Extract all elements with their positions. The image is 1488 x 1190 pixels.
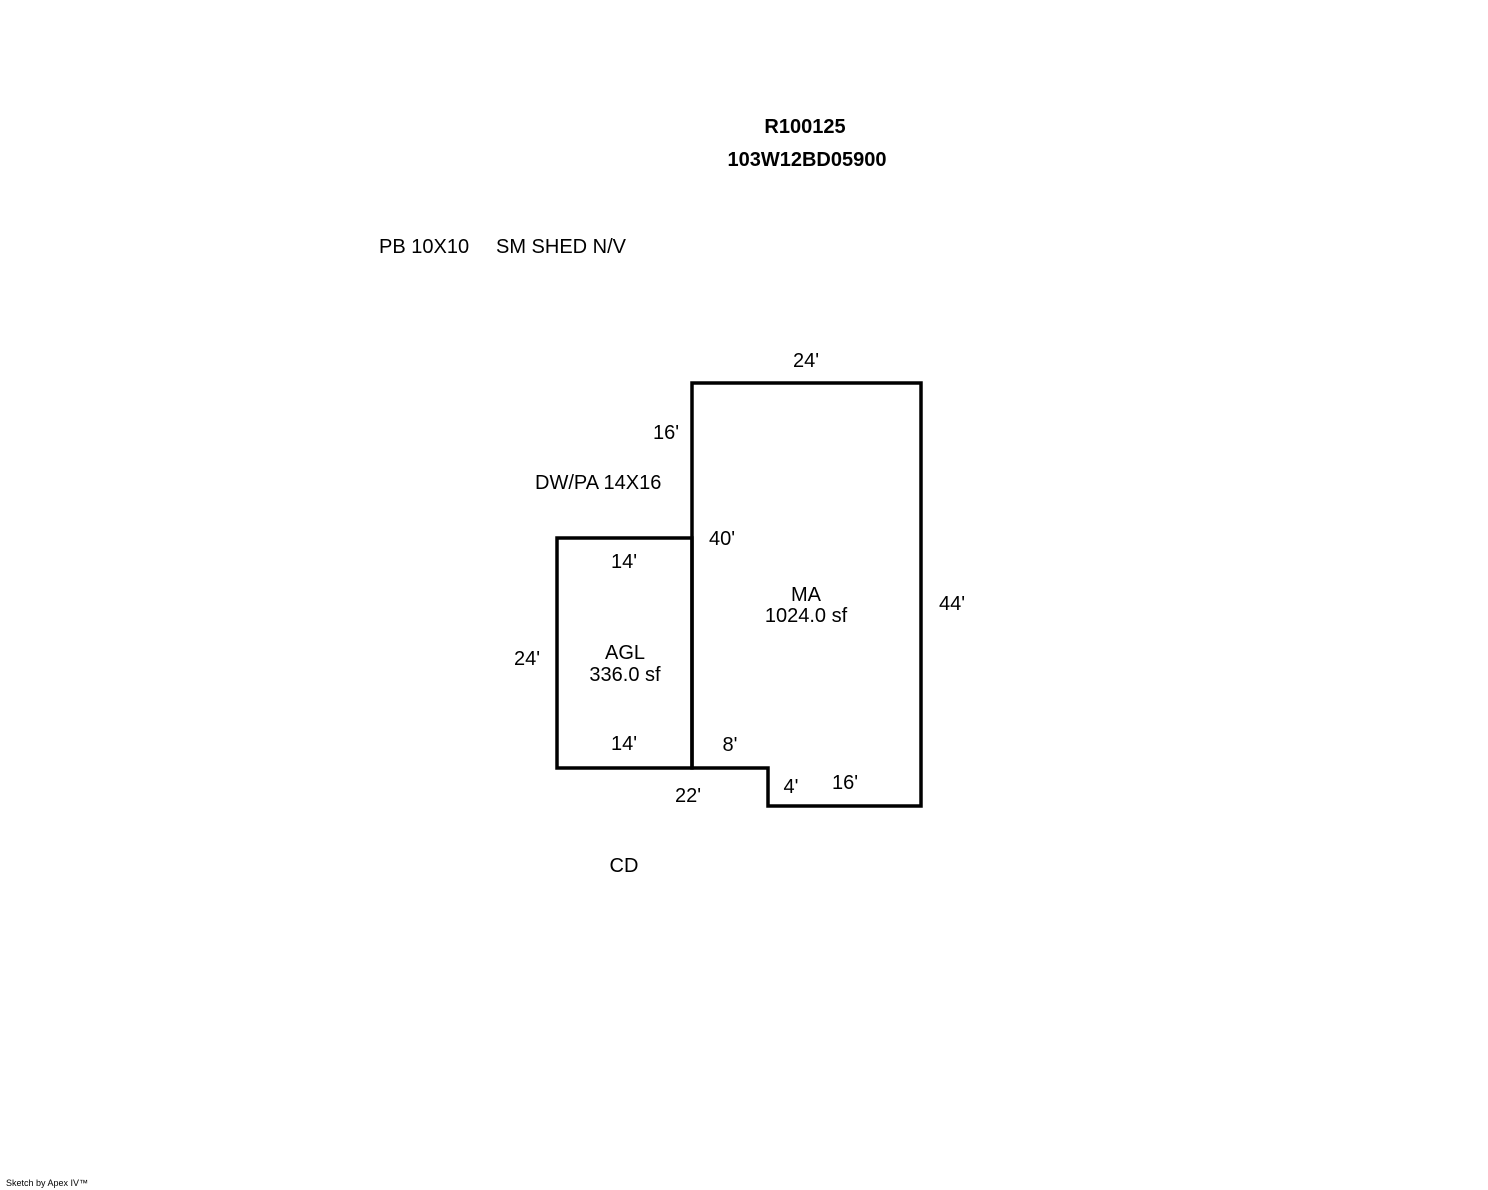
dim-ma-right: 44' — [939, 593, 965, 615]
garage-area-size: 336.0 sf — [589, 664, 661, 686]
record-id: R100125 — [764, 116, 845, 138]
dim-agl-top: 14' — [611, 551, 637, 573]
dim-ma-top: 24' — [793, 350, 819, 372]
main-area-code: MA — [791, 584, 822, 606]
dim-ma-left-upper: 16' — [653, 422, 679, 444]
dim-combined-bottom: 22' — [675, 785, 701, 807]
garage-area-code: AGL — [605, 642, 645, 664]
note-shed: SM SHED N/V — [496, 236, 627, 258]
dim-agl-bottom: 14' — [611, 733, 637, 755]
dim-ma-bottom: 16' — [832, 772, 858, 794]
note-pb: PB 10X10 — [379, 236, 469, 258]
sketch-credit: Sketch by Apex IV™ — [6, 1178, 89, 1188]
dim-agl-left: 24' — [514, 648, 540, 670]
dim-ma-left-lower: 40' — [709, 528, 735, 550]
dim-ma-notch-depth: 4' — [784, 776, 799, 798]
dim-ma-bottom-step: 8' — [723, 734, 738, 756]
garage-outline — [555, 536, 694, 770]
note-cd: CD — [610, 855, 639, 877]
main-area-size: 1024.0 sf — [765, 605, 848, 627]
note-dw-pa: DW/PA 14X16 — [535, 472, 661, 494]
parcel-number: 103W12BD05900 — [728, 149, 887, 171]
